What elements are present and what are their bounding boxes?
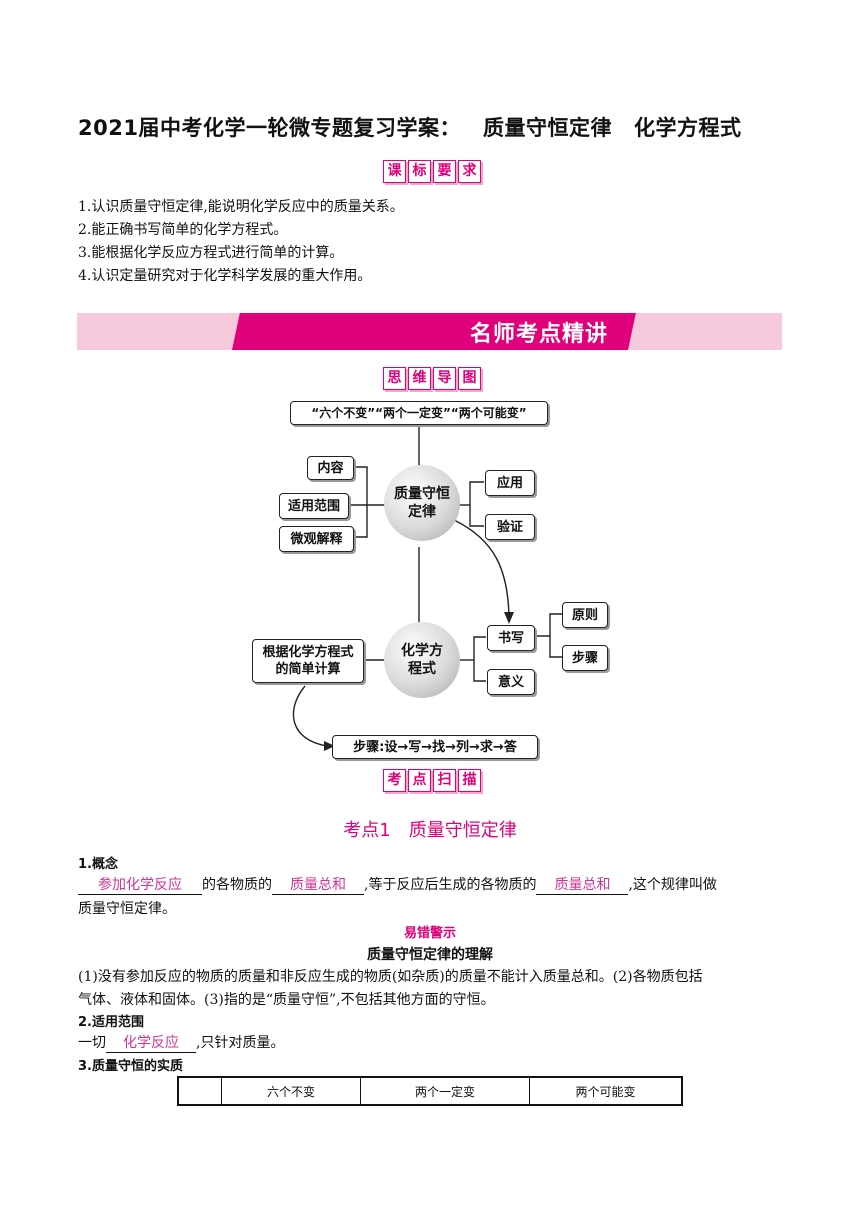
badge-char: 标 bbox=[408, 160, 431, 183]
badge-char: 考 bbox=[383, 769, 406, 792]
table-header-cell: 两个一定变 bbox=[360, 1076, 530, 1106]
badge-char: 点 bbox=[408, 769, 431, 792]
badge-char: 导 bbox=[433, 367, 456, 390]
requirement-item: 4.认识定量研究对于化学科学发展的重大作用。 bbox=[78, 268, 372, 284]
concept-line-2: 质量守恒定律。 bbox=[78, 901, 176, 917]
mind-map-principle-node: 原则 bbox=[562, 602, 608, 628]
concept-text: ,等于反应后生成的各物质的 bbox=[364, 877, 537, 893]
mind-map-calculation-node: 根据化学方程式的简单计算 bbox=[252, 639, 364, 683]
concept-text: ,这个规律叫做 bbox=[628, 877, 717, 893]
title-topic-1: 质量守恒定律 bbox=[482, 116, 612, 140]
circle-label: 质量守恒定律 bbox=[394, 486, 450, 520]
table-row: 六个不变 两个一定变 两个可能变 bbox=[177, 1076, 683, 1106]
badge-curriculum-requirements: 课 标 要 求 bbox=[383, 160, 481, 183]
blank-answer: 化学反应 bbox=[106, 1032, 196, 1053]
mind-map-steps-node: 步骤 bbox=[562, 645, 608, 671]
mind-map-content-node: 内容 bbox=[307, 456, 354, 480]
badge-char: 求 bbox=[458, 160, 481, 183]
badge-char: 图 bbox=[458, 367, 481, 390]
requirement-item: 2.能正确书写简单的化学方程式。 bbox=[78, 222, 288, 238]
mind-map-writing-node: 书写 bbox=[487, 625, 535, 651]
warning-line: 气体、液体和固体。(3)指的是“质量守恒”,不包括其他方面的守恒。 bbox=[78, 992, 495, 1008]
warning-title: 质量守恒定律的理解 bbox=[367, 947, 493, 963]
topic-heading: 考点1 质量守恒定律 bbox=[343, 820, 517, 841]
requirements-list: 1.认识质量守恒定律,能说明化学反应中的质量关系。 2.能正确书写简单的化学方程… bbox=[78, 196, 404, 288]
section-banner-title: 名师考点精讲 bbox=[470, 322, 609, 347]
warning-line: (1)没有参加反应的物质的质量和非反应生成的物质(如杂质)的质量不能计入质量总和… bbox=[78, 969, 703, 985]
requirement-item: 3.能根据化学反应方程式进行简单的计算。 bbox=[78, 245, 344, 261]
scope-heading: 2.适用范围 bbox=[78, 1015, 144, 1030]
circle-label: 化学方程式 bbox=[401, 643, 443, 677]
mind-map-application-node: 应用 bbox=[485, 470, 535, 496]
badge-char: 课 bbox=[383, 160, 406, 183]
badge-topic-scan: 考 点 扫 描 bbox=[383, 769, 481, 792]
scope-line: 一切化学反应,只针对质量。 bbox=[78, 1032, 284, 1053]
blank-answer: 质量总和 bbox=[536, 874, 629, 895]
concept-heading: 1.概念 bbox=[78, 857, 118, 872]
mind-map-conservation-circle: 质量守恒定律 bbox=[384, 465, 460, 541]
concept-line-1: 参加化学反应的各物质的质量总和,等于反应后生成的各物质的质量总和,这个规律叫做 bbox=[78, 874, 717, 895]
badge-char: 思 bbox=[383, 367, 406, 390]
requirement-item: 1.认识质量守恒定律,能说明化学反应中的质量关系。 bbox=[78, 199, 404, 215]
mind-map-meaning-node: 意义 bbox=[487, 669, 535, 695]
essence-table: 六个不变 两个一定变 两个可能变 bbox=[177, 1076, 683, 1106]
badge-mind-map: 思 维 导 图 bbox=[383, 367, 481, 390]
badge-char: 要 bbox=[433, 160, 456, 183]
scope-text: 一切 bbox=[78, 1035, 106, 1051]
badge-char: 描 bbox=[458, 769, 481, 792]
table-header-cell bbox=[177, 1076, 222, 1106]
badge-char: 维 bbox=[408, 367, 431, 390]
mind-map-equation-circle: 化学方程式 bbox=[384, 622, 460, 698]
table-header-cell: 两个可能变 bbox=[529, 1076, 683, 1106]
mind-map-scope-node: 适用范围 bbox=[279, 493, 349, 519]
essence-heading: 3.质量守恒的实质 bbox=[78, 1059, 183, 1074]
calc-label: 根据化学方程式的简单计算 bbox=[262, 645, 354, 677]
badge-char: 扫 bbox=[433, 769, 456, 792]
title-main: 2021届中考化学一轮微专题复习学案： bbox=[78, 116, 461, 140]
concept-text: 的各物质的 bbox=[202, 877, 272, 893]
mind-map-top-node: “六个不变”“两个一定变”“两个可能变” bbox=[290, 401, 548, 425]
mind-map-steps-sequence: 步骤:设→写→找→列→求→答 bbox=[332, 735, 538, 759]
table-header-cell: 六个不变 bbox=[221, 1076, 361, 1106]
title-topic-2: 化学方程式 bbox=[633, 116, 742, 140]
scope-text: ,只针对质量。 bbox=[196, 1035, 285, 1051]
blank-answer: 参加化学反应 bbox=[78, 874, 202, 895]
mind-map-verification-node: 验证 bbox=[485, 514, 535, 540]
page-title: 2021届中考化学一轮微专题复习学案： 质量守恒定律化学方程式 bbox=[78, 112, 798, 142]
warning-label: 易错警示 bbox=[403, 926, 456, 941]
blank-answer: 质量总和 bbox=[272, 874, 364, 895]
mind-map-micro-node: 微观解释 bbox=[279, 526, 354, 552]
